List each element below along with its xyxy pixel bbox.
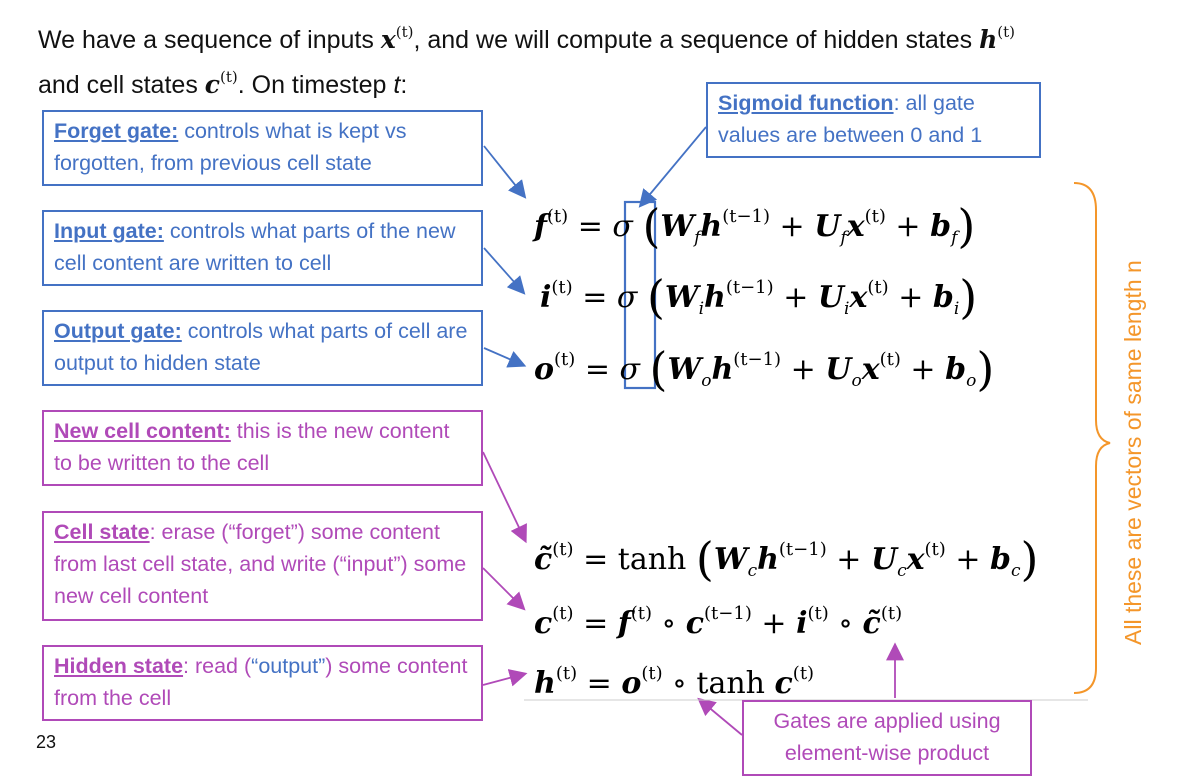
equation-cell-state: c(t) = f(t) ∘ c(t−1) + i(t) ∘ c̃(t) bbox=[534, 603, 903, 641]
new-cell-content-box: New cell content: this is the new conten… bbox=[42, 410, 483, 486]
newcell-arrow bbox=[482, 451, 527, 544]
slide-number: 23 bbox=[36, 732, 57, 752]
cell-state-box: Cell state: erase (“forget”) some conten… bbox=[42, 511, 483, 621]
orange-brace bbox=[1073, 182, 1111, 694]
forget-arrow bbox=[483, 145, 527, 199]
output-arrow bbox=[483, 347, 527, 368]
input-gate-box: Input gate: controls what parts of the n… bbox=[42, 210, 483, 286]
intro-text: We have a sequence of inputs x(t), and w… bbox=[38, 23, 1016, 99]
hidden-state-box: Hidden state: read (“output”) some conte… bbox=[42, 645, 483, 721]
hidden-arrow bbox=[482, 669, 528, 687]
equation-new-cell: c̃(t) = tanh (Wch(t−1) + Ucx(t) + bc) bbox=[534, 532, 1039, 586]
sigmoid-arrow bbox=[638, 126, 707, 208]
forget-gate-box: Forget gate: controls what is kept vs fo… bbox=[42, 110, 483, 186]
equation-forget: f(t) = σ (Wfh(t−1) + Ufx(t) + bf) bbox=[534, 199, 976, 253]
equation-output: o(t) = σ (Woh(t−1) + Uox(t) + bo) bbox=[534, 342, 995, 396]
input-arrow bbox=[483, 247, 526, 295]
sigma-highlight-box bbox=[623, 200, 657, 390]
equation-hidden-state: h(t) = o(t) ∘ tanh c(t) bbox=[534, 663, 815, 701]
gates-elementwise-box: Gates are applied using element-wise pro… bbox=[742, 700, 1032, 776]
equation-input: i(t) = σ (Wih(t−1) + Uix(t) + bi) bbox=[540, 270, 978, 324]
vectors-same-length-label: All these are vectors of same length n bbox=[1120, 260, 1146, 645]
sigmoid-box: Sigmoid function: all gate values are be… bbox=[706, 82, 1041, 158]
output-gate-box: Output gate: controls what parts of cell… bbox=[42, 310, 483, 386]
cellstate-arrow bbox=[482, 567, 526, 611]
gates-arrow-left bbox=[697, 697, 743, 736]
